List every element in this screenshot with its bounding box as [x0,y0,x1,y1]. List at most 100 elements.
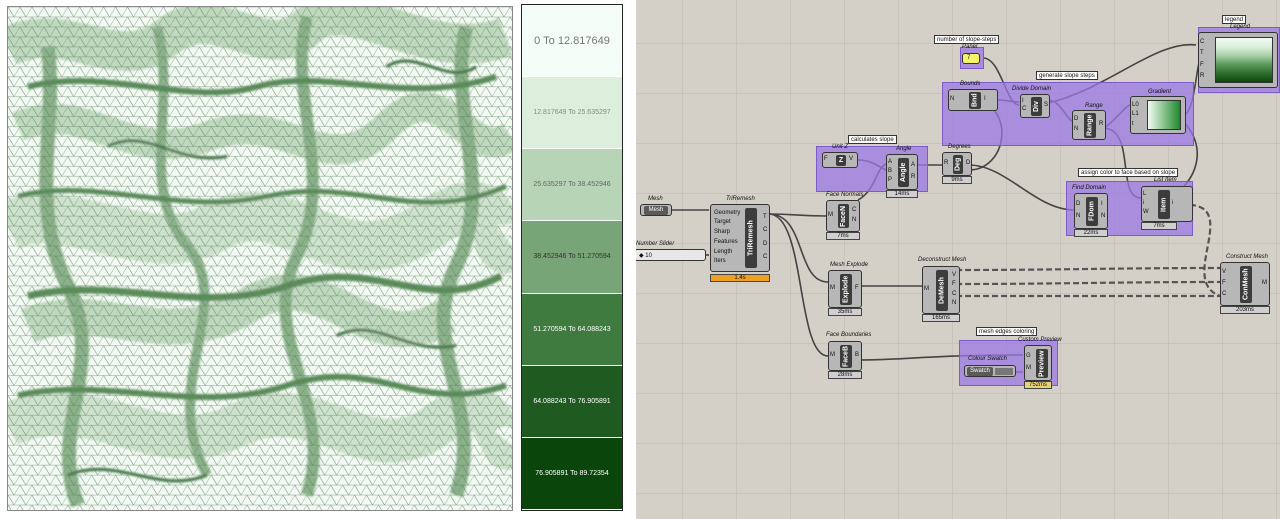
divide-title: Divide Domain [1012,86,1052,92]
legend-input-0[interactable]: C [1200,39,1205,46]
mesh-viewport[interactable] [0,0,520,519]
range-output-0[interactable]: R [1099,121,1104,127]
demesh-component[interactable]: DeMesh [922,266,960,314]
mesh-explode-core: Explode [840,274,852,305]
gradient-input-2[interactable]: t [1132,120,1134,127]
list-item-input-2[interactable]: W [1143,209,1149,215]
legend-component[interactable] [1198,32,1278,88]
face-normals-input-0[interactable]: M [828,212,833,218]
triremesh-output-2[interactable]: D [763,240,768,247]
range-input-1[interactable]: N [1074,126,1079,132]
mesh-explode-input-0[interactable]: M [830,285,835,291]
conmesh-input-0[interactable]: V [1222,269,1227,275]
divide-input-0[interactable]: I [1022,98,1024,104]
triremesh-input-label-5[interactable]: Iters [714,258,726,265]
demesh-output-0[interactable]: V [952,271,957,278]
legend-comp-title: Legend [1230,24,1251,30]
demesh-output-3[interactable]: N [952,300,957,307]
unit-z-input-0[interactable]: F [824,156,828,162]
divide-output-0[interactable]: S [1044,102,1049,108]
find-domain-output-0[interactable]: I [1101,201,1103,207]
legend-input-2[interactable]: F [1200,61,1204,68]
triremesh-input-label-3[interactable]: Features [714,238,738,245]
mesh-explode-component[interactable]: Explode [828,270,862,308]
note-assign-color: assign color to face based on slope [1078,168,1179,177]
gradient-component[interactable] [1130,96,1186,134]
legend-input-3[interactable]: R [1200,72,1205,79]
find-domain-output-1[interactable]: N [1101,213,1106,219]
face-boundaries-time: 28ms [828,371,862,379]
bounds-input-0[interactable]: N [950,96,955,102]
slope-steps-panel[interactable]: 7 [962,53,980,64]
unit-z-output-0[interactable]: V [849,156,854,162]
unit-z-component[interactable]: Z [822,152,858,168]
find-domain-input-1[interactable]: N [1076,213,1081,219]
degrees-time: 9ms [942,176,972,184]
custom-preview-input-1[interactable]: M [1026,365,1031,371]
mesh-param[interactable]: Mesh [640,204,672,216]
angle-input-1[interactable]: B [888,168,893,174]
list-item-component[interactable]: Item [1141,186,1193,222]
face-boundaries-input-0[interactable]: M [830,352,835,358]
angle-output-1[interactable]: R [911,174,916,180]
degrees-output-0[interactable]: D [966,160,971,166]
angle-input-2[interactable]: P [888,177,893,183]
demesh-output-1[interactable]: F [952,281,956,288]
triremesh-component[interactable]: TriRemesh [710,204,770,272]
bounds-component[interactable]: Bnd [948,89,998,111]
custom-preview-component[interactable]: Preview [1024,345,1052,381]
face-boundaries-output-0[interactable]: B [855,352,860,358]
angle-output-0[interactable]: A [911,162,916,168]
triremesh-input-label-4[interactable]: Length [714,248,733,255]
divide-input-1[interactable]: C [1022,106,1027,112]
bounds-output-0[interactable]: I [984,96,986,102]
mesh-explode-time: 35ms [828,308,862,316]
degrees-core: Deg [953,155,963,174]
demesh-input-0[interactable]: M [924,286,929,292]
conmesh-time: 203ms [1220,306,1270,314]
note-calculates-slope: calculates slope [848,135,897,144]
bounds-core: Bnd [969,92,981,109]
list-item-input-1[interactable]: i [1143,200,1145,206]
conmesh-input-2[interactable]: C [1222,291,1227,297]
gradient-input-1[interactable]: L1 [1132,111,1139,117]
grasshopper-canvas[interactable]: calculates slope number of slope-steps g… [636,0,1280,519]
demesh-output-2[interactable]: C [952,290,957,297]
triremesh-output-0[interactable]: T [763,213,767,220]
conmesh-input-1[interactable]: F [1222,280,1226,286]
pane-divider[interactable] [630,0,636,519]
triremesh-input-label-1[interactable]: Target [714,219,731,226]
triremesh-input-label-2[interactable]: Sharp [714,229,731,236]
swatch-title: Colour Swatch [968,356,1008,362]
list-item-output-0[interactable]: i [1172,200,1174,206]
divide-component[interactable]: Div [1020,94,1050,118]
find-domain-component[interactable]: FDom [1074,193,1108,229]
gradient-input-0[interactable]: L0 [1132,101,1139,108]
angle-component[interactable]: Angle [886,154,918,190]
angle-input-0[interactable]: A [888,159,893,165]
list-item-input-0[interactable]: L [1143,191,1147,197]
range-component[interactable]: Range [1072,110,1106,140]
find-domain-core: FDom [1086,197,1098,226]
legend-input-1[interactable]: T [1200,50,1204,57]
range-input-0[interactable]: D [1074,116,1079,122]
degrees-component[interactable]: Deg [942,152,972,176]
triremesh-output-1[interactable]: C [763,227,768,234]
conmesh-component[interactable]: ConMesh [1220,262,1270,306]
face-normals-output-1[interactable]: N [852,217,857,224]
legend-range-1: 12.817649 To 25.635297 [522,77,622,150]
slider-title: Number Slider [636,241,675,247]
number-slider[interactable]: ◆ 10 [636,249,706,261]
triremesh-output-3[interactable]: C [763,254,768,261]
mesh-explode-output-0[interactable]: F [855,285,859,291]
find-domain-input-0[interactable]: D [1076,201,1081,207]
degrees-input-0[interactable]: R [944,160,949,166]
colour-swatch[interactable]: Swatch [964,365,1016,377]
face-normals-output-0[interactable]: C [852,206,857,213]
degrees-title: Degrees [948,144,971,150]
triremesh-input-label-0[interactable]: Geometry [714,209,741,216]
conmesh-output-0[interactable]: M [1262,280,1267,286]
face-boundaries-component[interactable]: FaceB [828,341,862,371]
face-normals-component[interactable]: FaceN [826,200,860,232]
custom-preview-input-0[interactable]: G [1026,353,1031,359]
